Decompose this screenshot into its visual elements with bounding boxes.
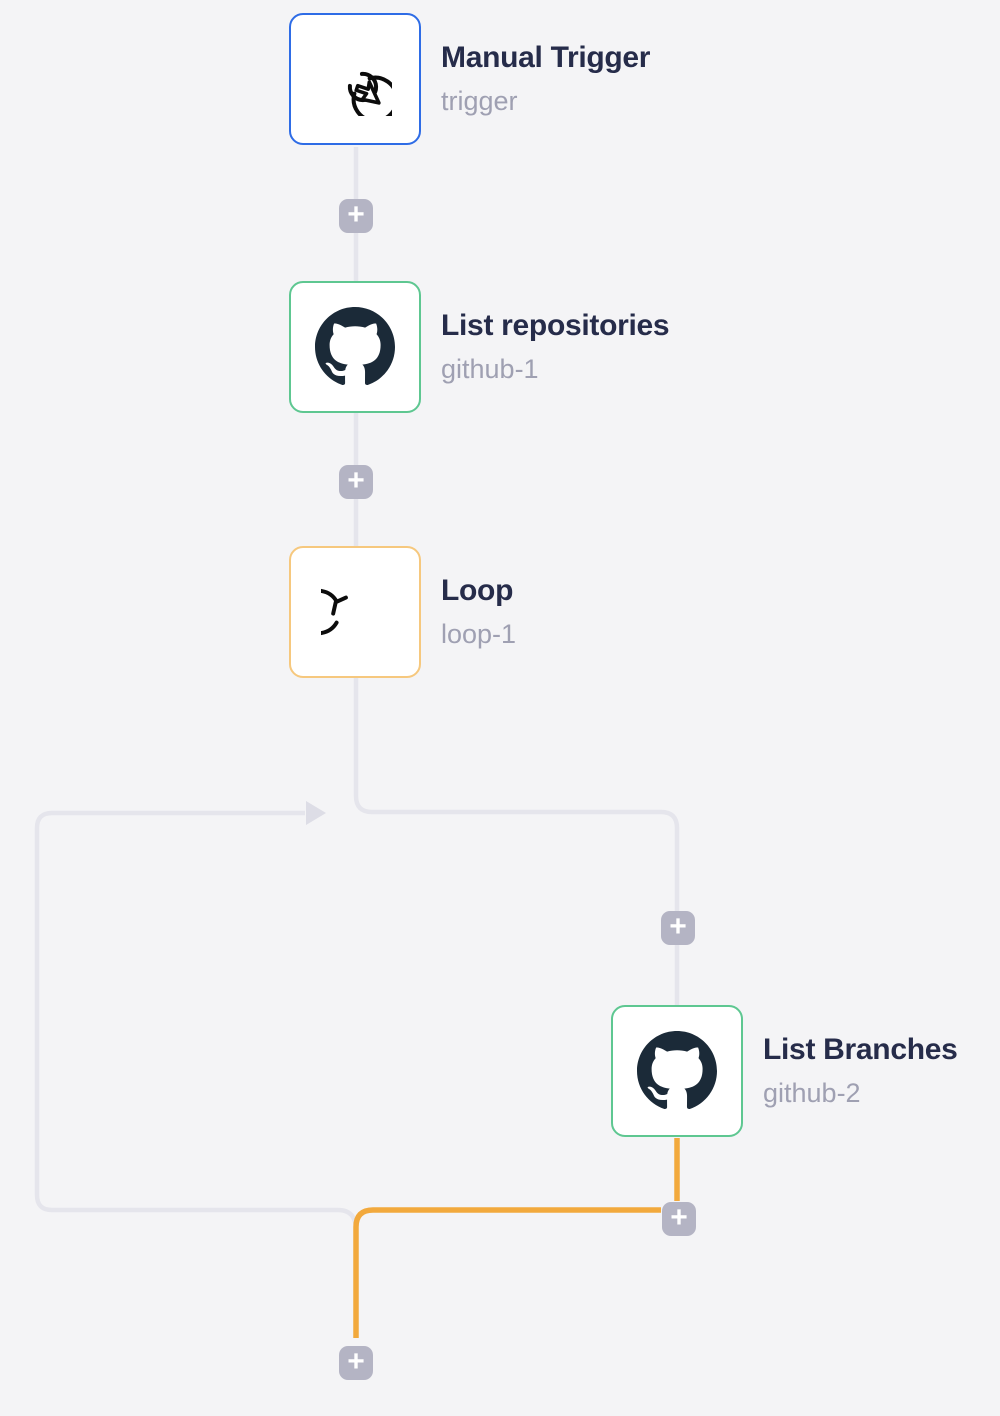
- node-list-repositories[interactable]: [289, 281, 421, 413]
- node-subtitle: github-2: [763, 1078, 861, 1108]
- github-icon: [315, 307, 395, 386]
- loop-icon: [321, 588, 348, 636]
- node-loop[interactable]: [289, 546, 421, 678]
- node-subtitle: loop-1: [441, 619, 517, 649]
- node-label: Loop loop-1: [441, 546, 516, 678]
- node-title: Manual Trigger: [441, 41, 651, 74]
- node-title: List Branches: [763, 1033, 958, 1066]
- node-manual-trigger[interactable]: [289, 13, 421, 145]
- node-label: List repositories github-1: [441, 281, 670, 413]
- cursor-click-icon: [347, 71, 392, 116]
- connector-loop-exit: [353, 1207, 661, 1338]
- add-step-button[interactable]: +: [661, 911, 695, 945]
- node-list-branches[interactable]: [611, 1005, 743, 1137]
- github-icon: [637, 1031, 717, 1110]
- node-subtitle: github-1: [441, 354, 539, 384]
- node-label: Manual Trigger trigger: [441, 13, 650, 145]
- node-label: List Branches github-2: [763, 1005, 958, 1137]
- node-title: Loop: [441, 574, 514, 607]
- loop-back-arrowhead-icon: [306, 801, 326, 825]
- node-subtitle: trigger: [441, 86, 518, 116]
- add-step-button[interactable]: +: [339, 1346, 373, 1380]
- node-title: List repositories: [441, 309, 670, 342]
- connector-loop-back: [34, 810, 359, 1231]
- add-step-button[interactable]: +: [339, 199, 373, 233]
- add-step-button[interactable]: +: [662, 1202, 696, 1236]
- connector-loop-to-listbranches: [353, 678, 680, 1006]
- add-step-button[interactable]: +: [339, 465, 373, 499]
